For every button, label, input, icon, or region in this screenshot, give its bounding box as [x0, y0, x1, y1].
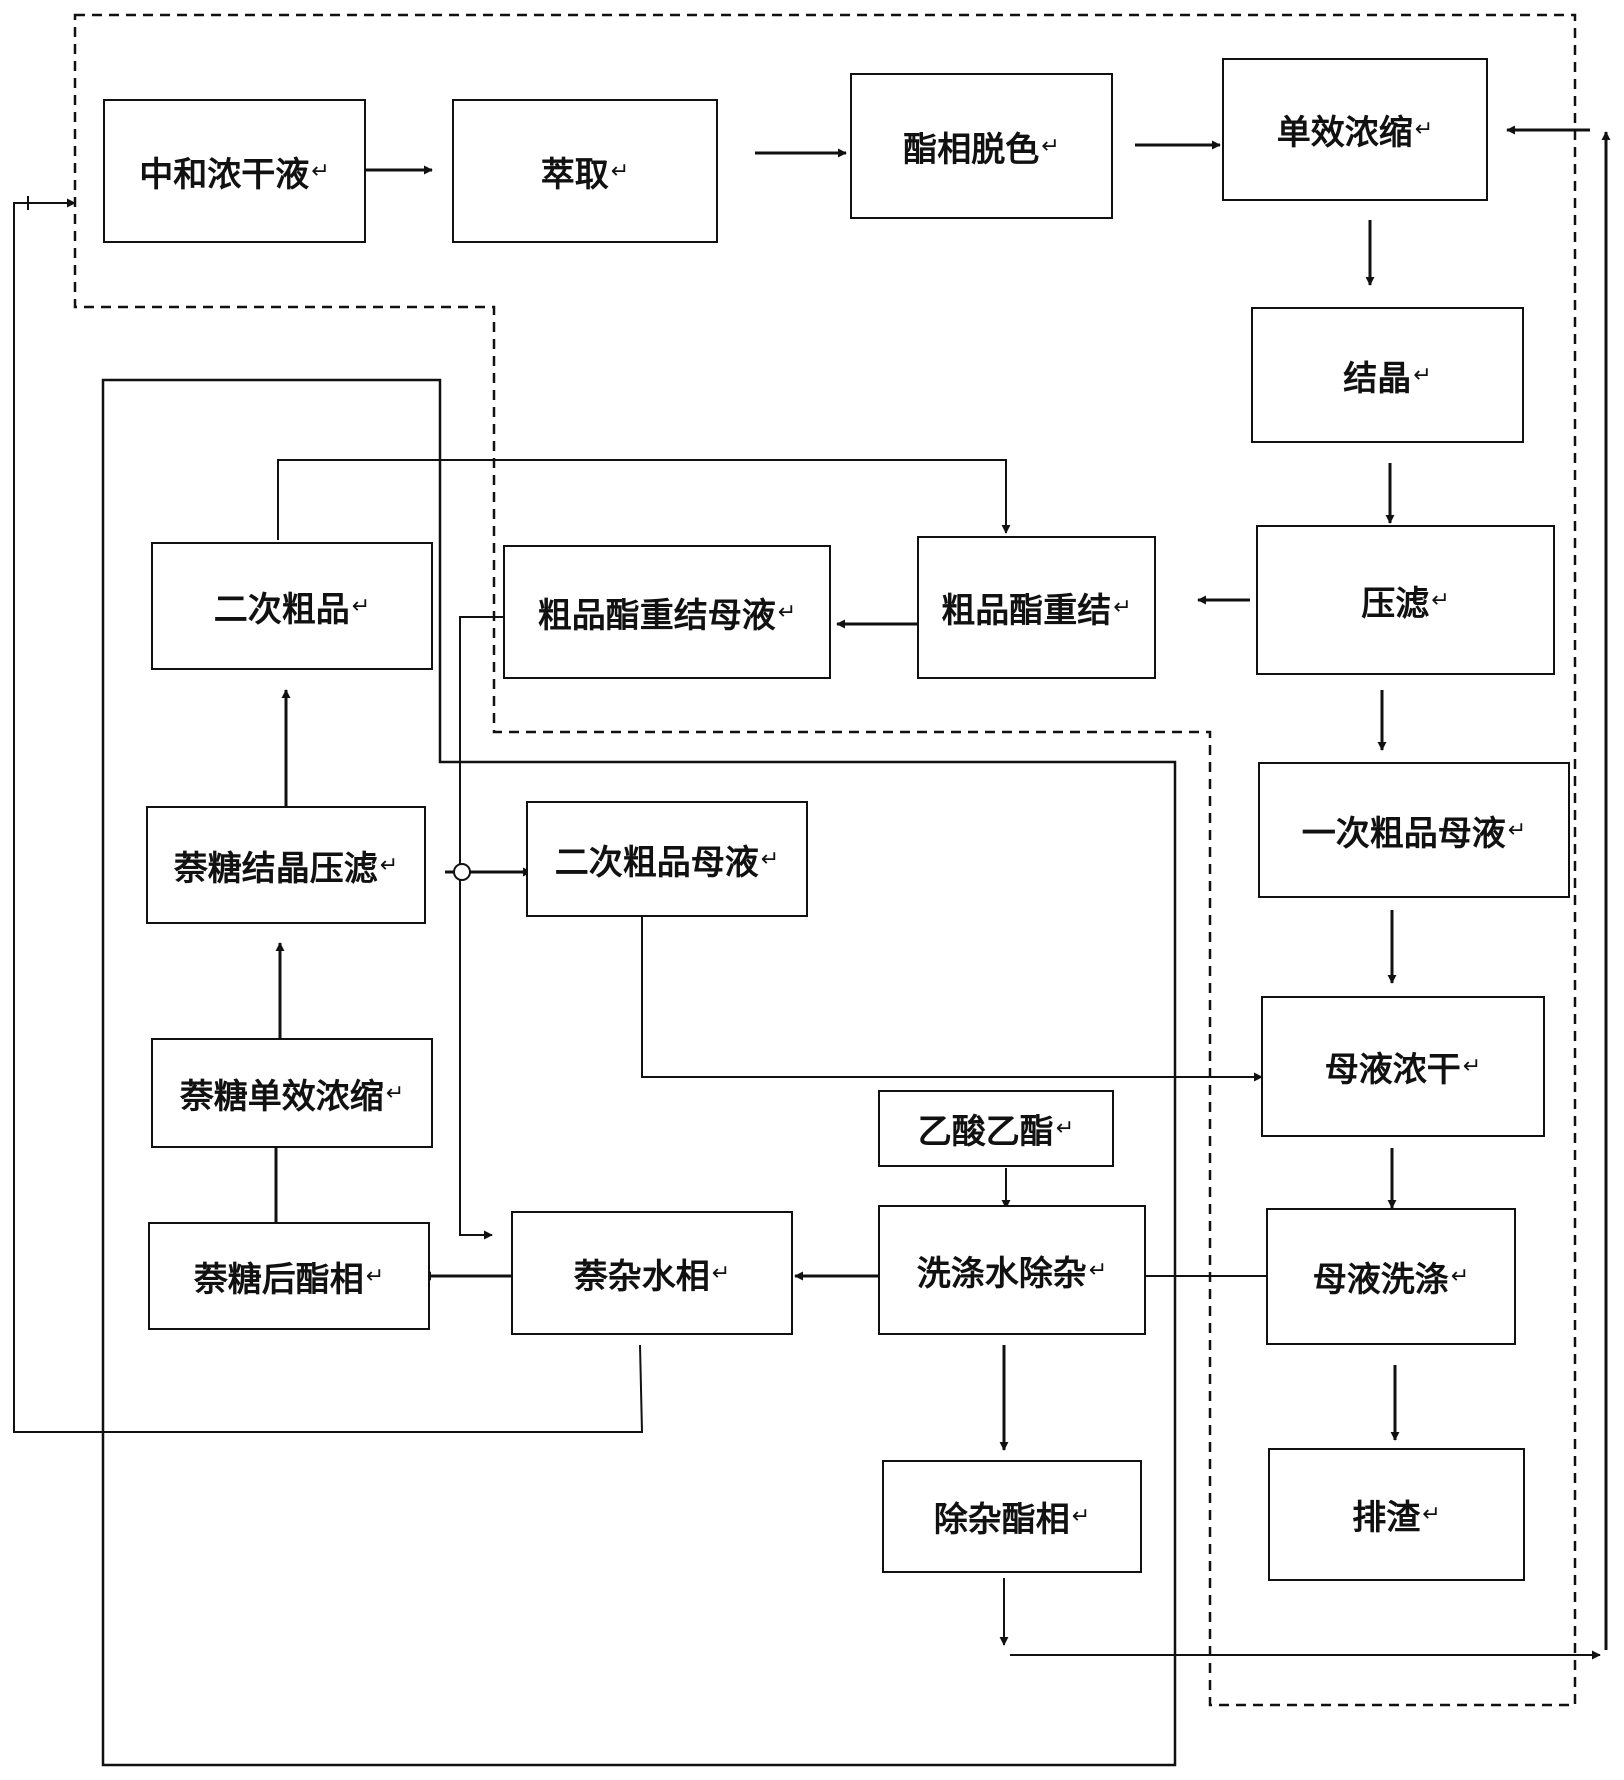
node-mother-wash: 母液洗涤↵: [1266, 1208, 1516, 1345]
node-mother-dry: 母液浓干↵: [1261, 996, 1545, 1137]
node-secondary-crude-mother: 二次粗品母液↵: [526, 801, 808, 917]
node-sugar-ester: 萘糖后酯相↵: [148, 1222, 430, 1330]
line-secondary-mother-to-dry: [641, 917, 1263, 1082]
node-ester-decolor: 酯相脱色↵: [850, 73, 1113, 219]
dashed-loop-top: [73, 13, 1577, 1707]
node-crude-recrystal-mother: 粗品酯重结母液↵: [503, 545, 831, 679]
solid-enclosure: [101, 378, 1177, 1767]
node-impurity-ester: 除杂酯相↵: [882, 1460, 1142, 1573]
node-crude-recrystal: 粗品酯重结↵: [917, 536, 1156, 679]
node-neutralize: 中和浓干液↵: [103, 99, 366, 243]
node-extract: 萃取↵: [452, 99, 718, 243]
node-sugar-crystal-filter: 萘糖结晶压滤↵: [146, 806, 426, 924]
node-impurity-water: 萘杂水相↵: [511, 1211, 793, 1335]
line-mother-distribution: [459, 616, 507, 1240]
node-secondary-crude: 二次粗品↵: [151, 542, 433, 670]
node-ethyl-acetate: 乙酸乙酯↵: [878, 1090, 1114, 1167]
node-first-crude-mother: 一次粗品母液↵: [1258, 762, 1570, 898]
line-secondary-crude-to-recrystal: [277, 459, 1011, 540]
node-discharge: 排渣↵: [1268, 1448, 1525, 1581]
node-sugar-concentrate: 萘糖单效浓缩↵: [151, 1038, 433, 1148]
line-impurity-water-return: [13, 198, 644, 1433]
node-wash-remove: 洗涤水除杂↵: [878, 1205, 1146, 1335]
node-crystallize: 结晶↵: [1251, 307, 1524, 443]
node-press-filter: 压滤↵: [1256, 525, 1555, 675]
junction-node: [453, 863, 471, 881]
node-single-concentrate: 单效浓缩↵: [1222, 58, 1488, 201]
